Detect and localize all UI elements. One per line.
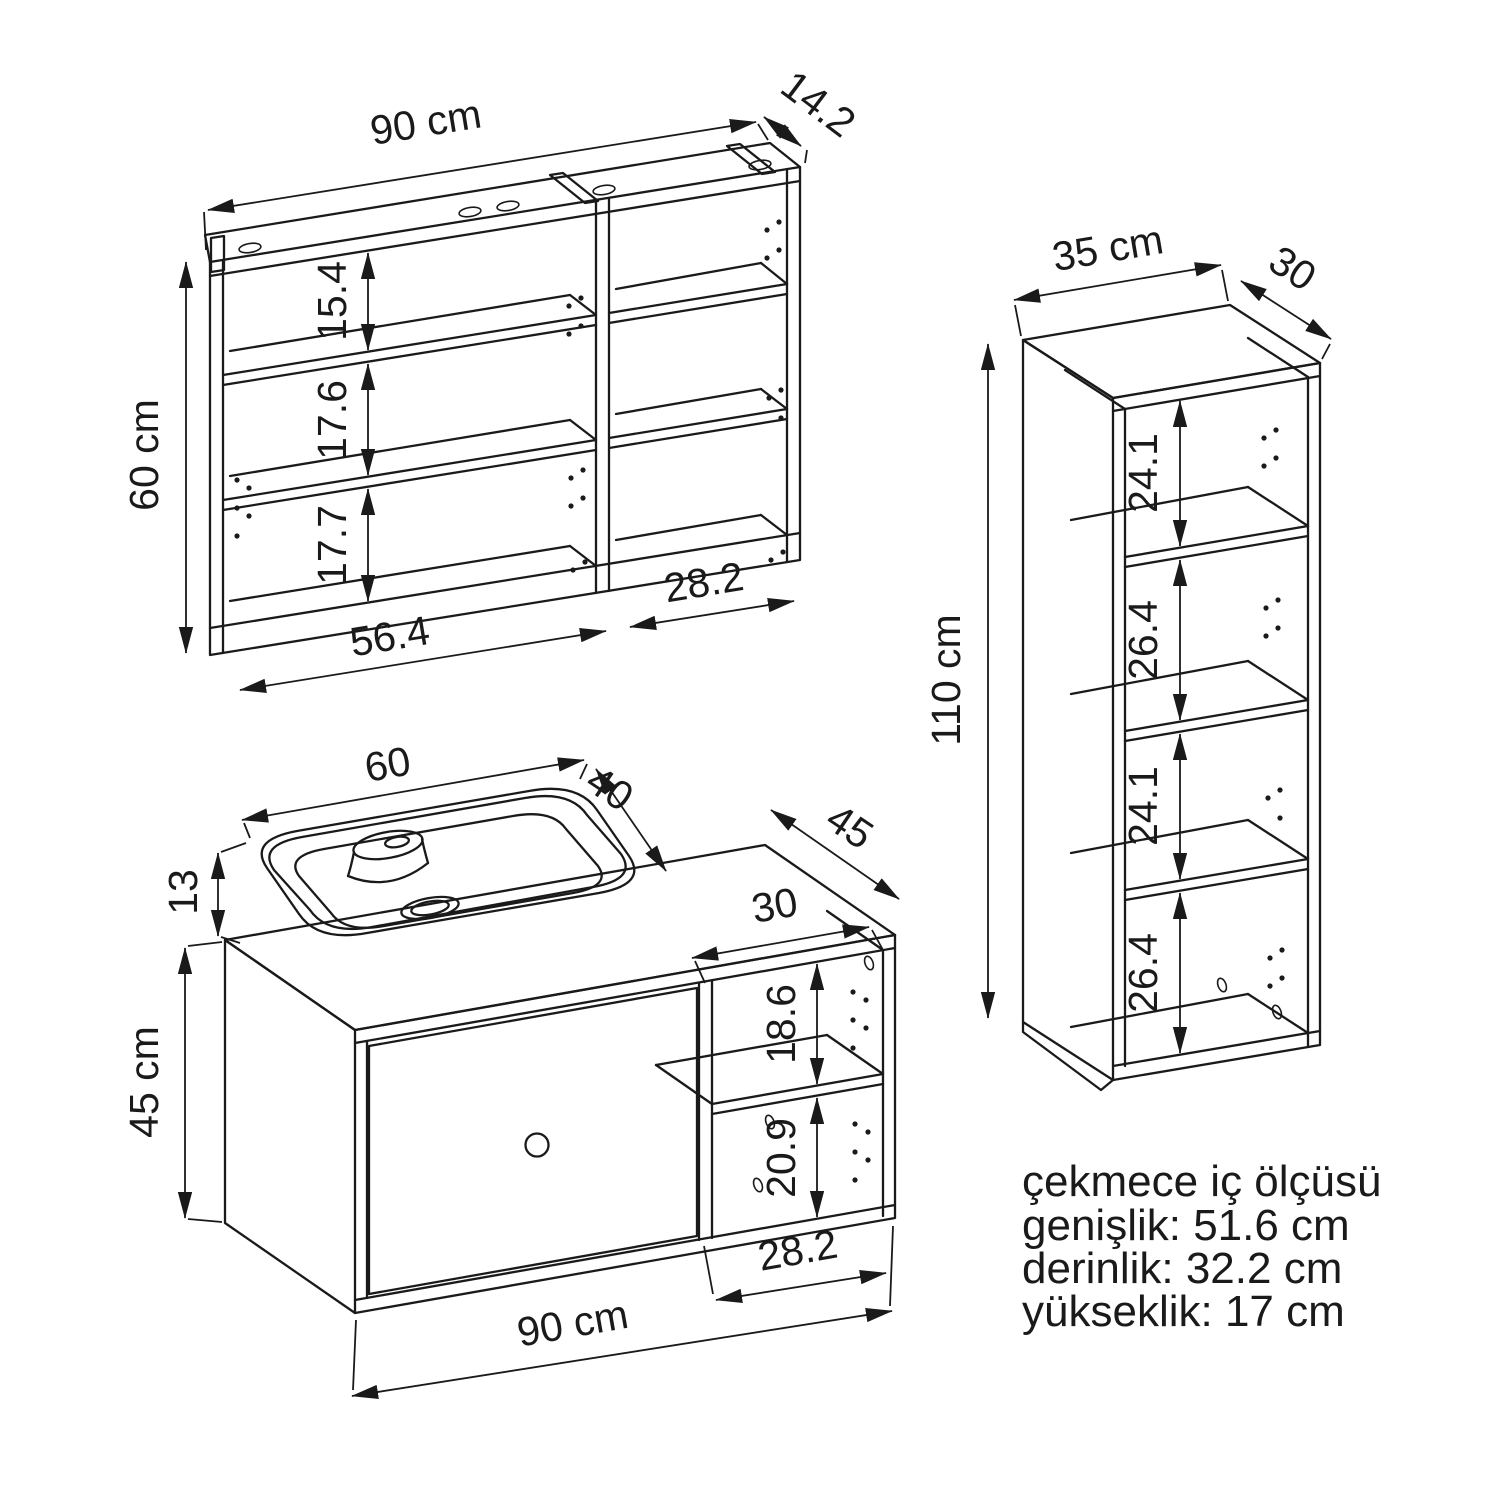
tall-width-dimension-label: 35 cm: [1049, 216, 1167, 280]
tall-depth-dimension-label: 30: [1261, 237, 1324, 300]
tall-cabinet-drawing: 35 cm 30 110 cm 24.1 26.4 24.1 26.4: [923, 216, 1332, 1092]
vanity-drawing: 60 40 13 45 30 45 cm 18.6 20.9 28.2 90 c…: [121, 738, 900, 1400]
tall-cell3-dimension-label: 24.1: [1120, 766, 1166, 846]
drawer-inner-size-note: çekmece iç ölçüsü genişlik: 51.6 cm deri…: [1022, 1157, 1381, 1336]
tall-height-dimension-label: 110 cm: [923, 614, 969, 745]
vanity-cell1-dimension-label: 18.6: [758, 984, 804, 1064]
note-depth-line: derinlik: 32.2 cm: [1022, 1244, 1342, 1293]
vanity-width-dimension-label: 90 cm: [514, 1291, 632, 1356]
wall-cell3-dimension-label: 17.7: [309, 505, 355, 585]
wall-cabinet-drawing: 90 cm 14.2 60 cm 15.4 17.6 17.7 56.4 28.…: [121, 61, 864, 693]
wall-right-section-width-label: 28.2: [661, 553, 747, 611]
tall-cell1-dimension-label: 24.1: [1120, 433, 1166, 513]
wall-cell2-dimension-label: 17.6: [309, 380, 355, 460]
vanity-height-dimension-label: 45 cm: [121, 1026, 167, 1138]
note-title: çekmece iç ölçüsü: [1022, 1157, 1381, 1206]
tall-cell2-dimension-label: 26.4: [1120, 600, 1166, 680]
vanity-cell2-dimension-label: 20.9: [758, 1118, 804, 1198]
vanity-open-width-dimension-label: 30: [748, 879, 801, 932]
wall-width-dimension-label: 90 cm: [367, 90, 485, 153]
tall-cabinet-shelf-pin-holes: [1261, 427, 1285, 989]
wall-height-dimension-label: 60 cm: [121, 399, 167, 511]
wall-left-section-width-label: 56.4: [347, 607, 433, 665]
note-width-line: genişlik: 51.6 cm: [1022, 1201, 1350, 1250]
sink-depth-dimension-label: 40: [578, 757, 642, 821]
sink-width-dimension-label: 60: [361, 738, 414, 791]
vanity-shelf-pin-holes: [850, 989, 871, 1183]
note-height-line: yükseklik: 17 cm: [1022, 1287, 1345, 1336]
sink-drawing: [260, 787, 636, 937]
wall-cell1-dimension-label: 15.4: [309, 261, 355, 341]
sink-height-dimension-label: 13: [160, 869, 206, 915]
vanity-shelf-width-dimension-label: 28.2: [754, 1221, 841, 1280]
wall-cabinet-shelf-pin-holes: [234, 219, 786, 573]
tall-cell4-dimension-label: 26.4: [1120, 933, 1166, 1013]
